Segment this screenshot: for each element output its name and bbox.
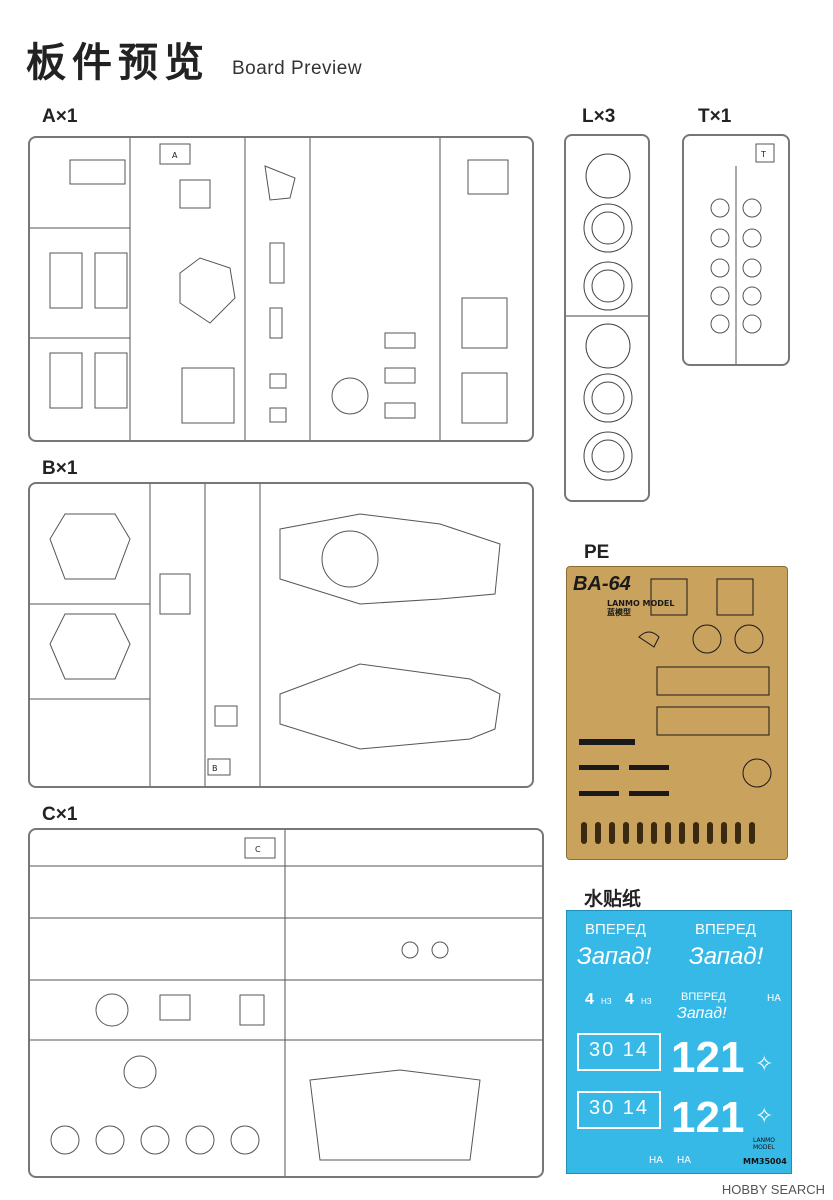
decal-small-code-2: НА xyxy=(649,1155,663,1166)
pe-title: BA-64 xyxy=(573,573,631,595)
decal-eagle-2: ✧ xyxy=(755,1103,774,1128)
decal-big-number-2: 121 xyxy=(671,1093,745,1142)
decal-small-code-1: НА xyxy=(767,993,781,1004)
pe-brand: LANMO MODEL 蓝模型 xyxy=(607,599,675,617)
decal-slogan-top-3: ВПЕРЕД xyxy=(681,991,726,1003)
sprue-c-parts: C xyxy=(30,830,542,1176)
decal-plate-1 xyxy=(577,1033,661,1071)
decal-brand: LANMO MODEL xyxy=(753,1137,775,1151)
decal-eagle-1: ✧ xyxy=(755,1051,774,1076)
sprue-a-tag: A xyxy=(172,151,178,160)
sprue-t-parts: T xyxy=(710,143,775,364)
sprue-l-label: L×3 xyxy=(582,106,616,127)
sprue-b-frame: B xyxy=(28,482,534,788)
decal-slogan-top-2: ВПЕРЕД xyxy=(695,921,756,938)
pe-parts xyxy=(579,578,772,844)
sprue-a-frame: A xyxy=(28,136,534,442)
sprue-b-label: B×1 xyxy=(42,458,78,479)
decal-sheet: ВПЕРЕД Запад! ВПЕРЕД Запад! ВПЕРЕД Запад… xyxy=(566,910,792,1174)
sprue-a-label: A×1 xyxy=(42,106,78,127)
sprue-b-tag: B xyxy=(212,764,218,773)
decal-big-number-1: 121 xyxy=(671,1033,745,1082)
decal-slogan-bottom-2: Запад! xyxy=(689,943,764,970)
sprue-t-label: T×1 xyxy=(698,106,732,127)
decal-plate-text-2: 30 14 xyxy=(589,1097,650,1119)
sprue-c-tag: C xyxy=(255,845,261,854)
pe-label: PE xyxy=(584,542,610,563)
sprue-t-tag: T xyxy=(760,150,766,159)
decal-small-code-3: НА xyxy=(677,1155,691,1166)
decal-label: 水贴纸 xyxy=(584,889,642,910)
sprue-c-frame: C xyxy=(28,828,544,1178)
decal-slogan-bottom-1: Запад! xyxy=(577,943,652,970)
decal-product-code: MM35004 xyxy=(743,1157,787,1166)
page-title: 板件预览 xyxy=(26,40,210,86)
decal-plate-small-a-1: 4 xyxy=(585,991,594,1008)
page-subtitle: Board Preview xyxy=(232,58,363,79)
pe-brand-en: LANMO MODEL xyxy=(607,599,675,608)
decal-plate-text-1: 30 14 xyxy=(589,1039,650,1061)
watermark: HOBBY SEARCH xyxy=(721,1182,825,1197)
sprue-l-frame xyxy=(564,134,650,502)
sprue-b-parts: B xyxy=(30,484,501,786)
decal-slogan-bottom-3: Запад! xyxy=(677,1005,727,1022)
decal-plate-small-b-1: НЗ xyxy=(601,997,612,1006)
decal-plate-small-a-2: 4 xyxy=(625,991,634,1008)
decal-slogan-top-1: ВПЕРЕД xyxy=(585,921,646,938)
pe-brand-cn: 蓝模型 xyxy=(607,608,631,617)
sprue-c-label: C×1 xyxy=(42,804,78,825)
sprue-t-frame: T xyxy=(682,134,790,366)
decal-plate-small-b-2: НЗ xyxy=(641,997,652,1006)
decal-plate-2 xyxy=(577,1091,661,1129)
sprue-l-wheels xyxy=(566,153,648,481)
sprue-a-parts: A xyxy=(30,138,509,440)
pe-fret: BA-64 LANMO MODEL 蓝模型 xyxy=(566,566,788,860)
